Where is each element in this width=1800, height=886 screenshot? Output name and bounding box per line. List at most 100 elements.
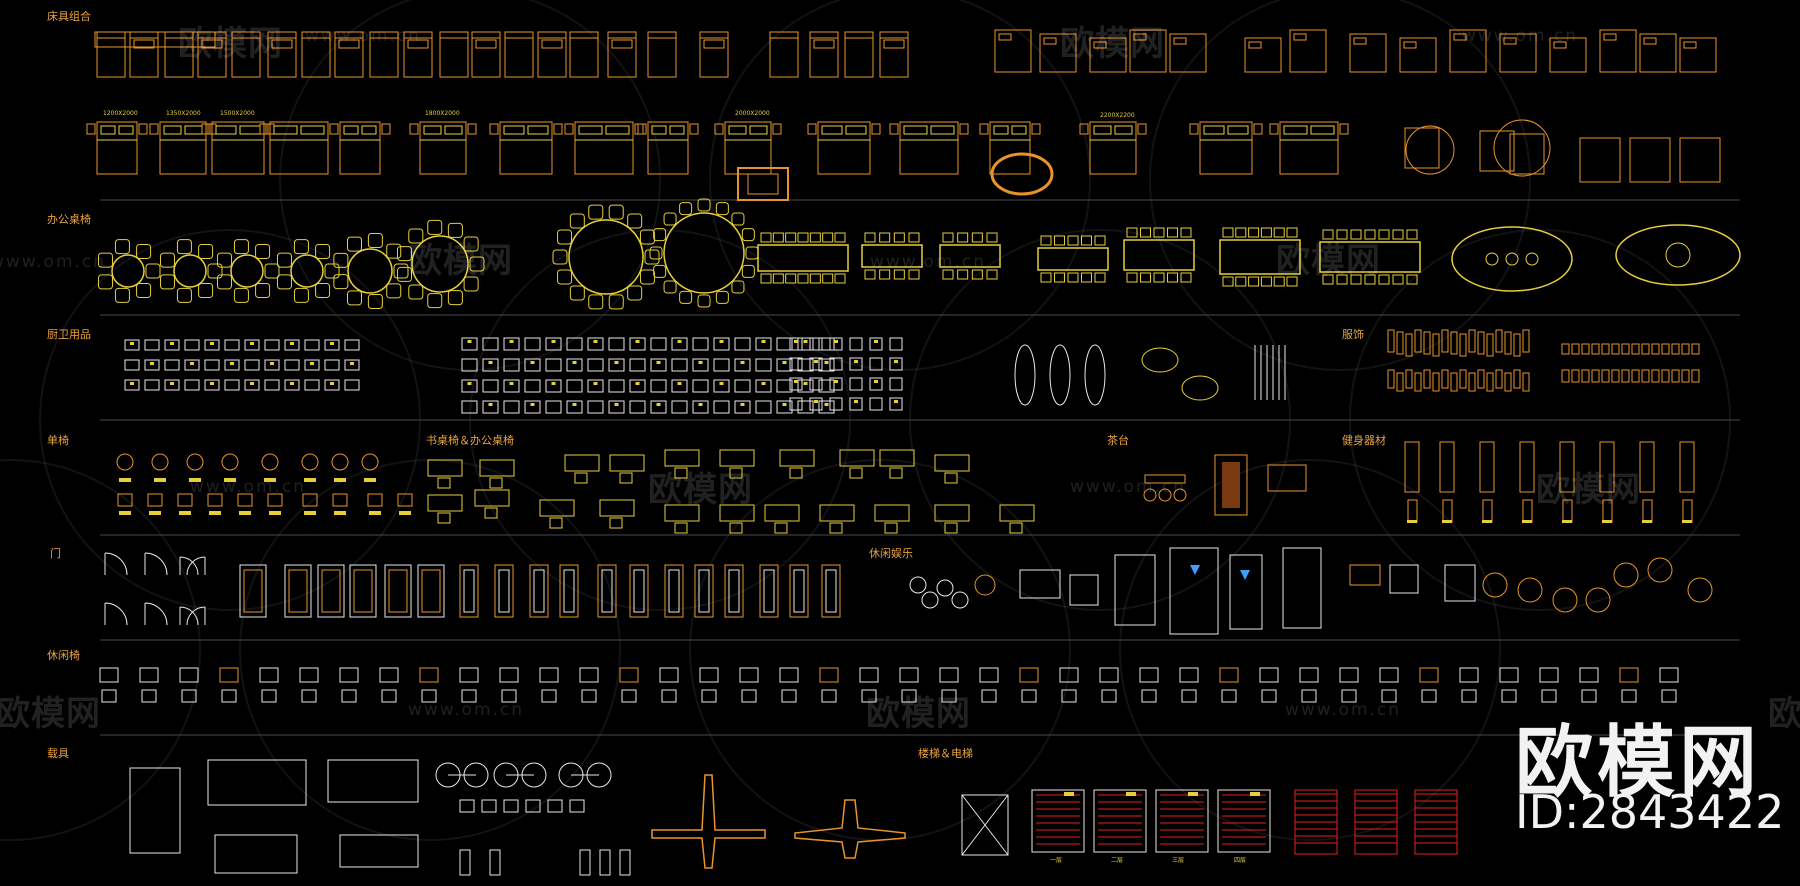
cad-symbol [1222,227,1234,238]
cad-symbol [1651,369,1660,383]
cad-symbol [679,202,693,216]
cad-symbol [728,569,740,613]
cad-symbol [593,340,598,343]
cad-symbol [1322,229,1334,240]
cad-symbol [782,361,787,364]
cad-symbol [1406,229,1418,240]
cad-symbol [284,564,312,618]
cad-symbol [713,337,730,351]
cad-symbol [459,564,479,618]
cad-symbol [1180,227,1192,238]
cad-symbol [1631,343,1640,355]
watermark-brand: 欧模网 [648,470,753,510]
cad-symbol [939,667,959,683]
cad-symbol [1585,587,1611,613]
cad-symbol [347,290,362,306]
cad-symbol [1240,570,1250,580]
cad-symbol [889,377,903,391]
cad-symbol [1522,329,1530,353]
cad-symbol [551,340,556,343]
cad-symbol [170,342,174,345]
cad-symbol [1248,276,1260,287]
cad-symbol [1501,689,1517,703]
cad-symbol [874,380,878,383]
cad-symbol [611,39,633,49]
cad-symbol [461,400,478,414]
cad-symbol [269,121,329,175]
cad-symbol [489,849,501,876]
cad-symbol [619,472,633,484]
cad-symbol [741,264,755,278]
cad-symbol [849,467,863,479]
cad-symbol [116,453,134,471]
cad-symbol [921,591,939,609]
cad-symbol [270,362,274,365]
cad-symbol [1009,522,1023,534]
cad-symbol [971,232,983,243]
watermark-circle [239,459,621,841]
cad-symbol [821,564,841,618]
cad-symbol [651,774,766,869]
cad-symbol [809,357,823,371]
cad-symbol [1444,564,1476,602]
cad-symbol [467,382,472,385]
cad-symbol [692,400,709,414]
cad-symbol [201,39,223,49]
category-label-bed: 床具组合 [47,10,91,23]
cad-symbol [239,564,267,618]
cad-symbol [1432,372,1440,392]
cad-symbol [621,689,637,703]
cad-symbol [463,276,479,292]
cad-symbol [1449,29,1487,73]
category-label-fitness: 健身器材 [1342,434,1386,447]
cad-symbol [1094,235,1106,246]
cad-symbol [605,125,630,135]
cad-symbol [629,358,646,372]
cad-symbol [1101,689,1117,703]
cad-symbol [1126,272,1138,283]
cad-symbol [637,123,647,135]
cad-symbol [1387,329,1395,353]
cad-symbol [1286,227,1298,238]
cad-symbol [692,337,709,351]
cad-symbol [894,400,898,403]
cad-symbol [951,591,969,609]
cad-symbol [339,121,381,175]
cad-symbol [1581,343,1590,355]
watermark-url: www.om.cn [1285,700,1402,720]
cad-symbol [1310,125,1335,135]
cad-symbol [1181,689,1197,703]
cad-symbol [729,522,743,534]
cad-symbol [129,31,159,78]
cad-symbol [572,403,577,406]
cad-symbol [461,379,478,393]
cad-symbol [1561,343,1570,355]
bed-size-label: 1200X2000 [103,110,138,117]
bed-size-label: 1500X2000 [220,110,255,117]
cad-symbol [1227,125,1249,135]
cad-symbol [1591,369,1600,383]
cad-symbol [587,337,604,351]
cad-symbol [1661,369,1670,383]
cad-symbol [111,254,145,288]
cad-symbol [557,269,573,285]
cad-symbol [233,287,249,303]
cad-symbol [1482,499,1493,523]
cad-symbol [797,273,809,284]
cad-symbol [1519,441,1535,493]
cad-symbol [1404,127,1440,169]
cad-symbol [959,123,969,135]
cad-symbol [1603,33,1617,41]
cad-symbol [264,478,276,482]
cad-symbol [1671,343,1680,355]
cad-symbol [957,269,969,280]
cad-symbol [1259,667,1279,683]
cad-symbol [699,31,729,78]
cad-symbol [998,33,1012,41]
cad-symbol [635,340,640,343]
cad-symbol [537,31,567,78]
cad-symbol [814,400,818,403]
cad-symbol [1441,329,1449,353]
cad-symbol [731,280,745,294]
cad-symbol [384,564,412,618]
